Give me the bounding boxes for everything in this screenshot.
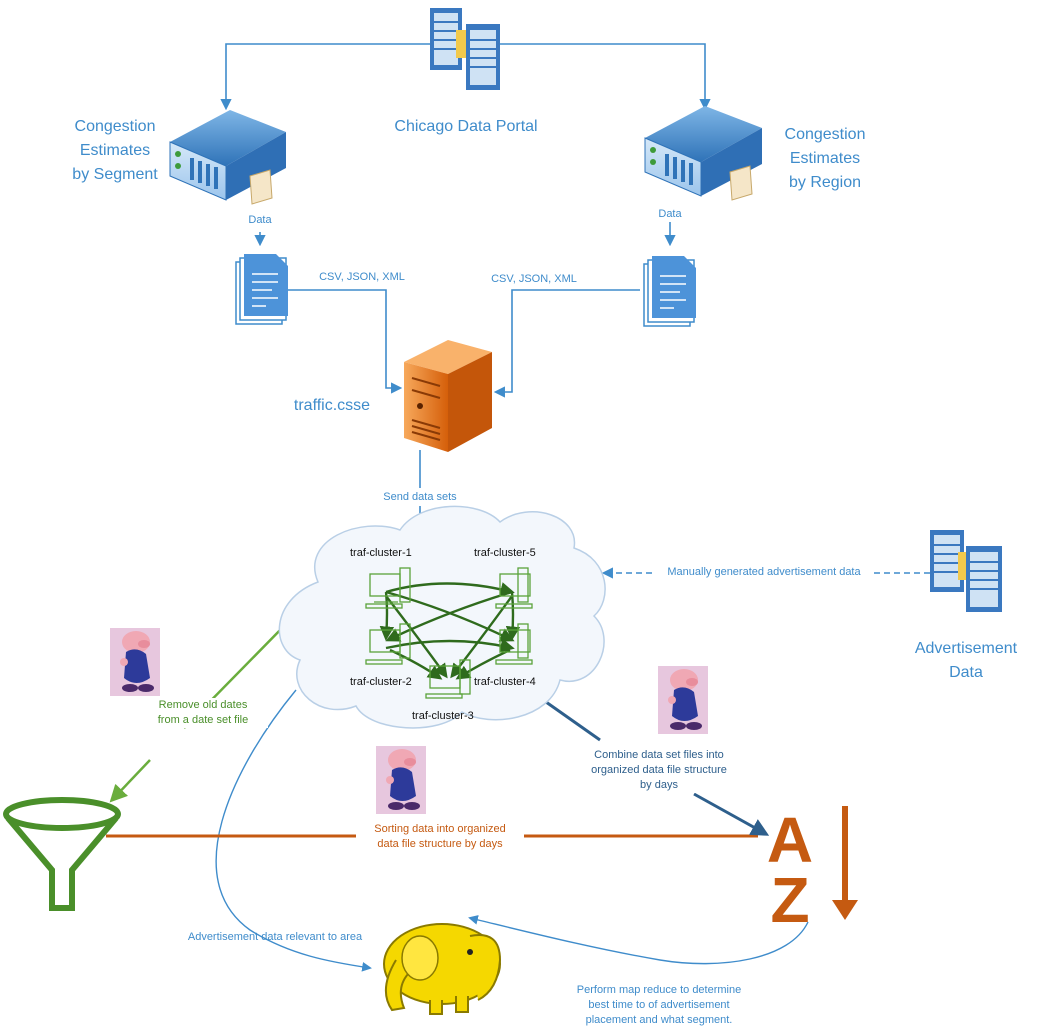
combine-line-3: by days xyxy=(640,779,678,791)
pig-icon-right xyxy=(658,666,708,734)
traffic-server-label: traffic.csse xyxy=(293,397,371,414)
sort-letter-a: A xyxy=(767,804,813,876)
sorting-label: Sorting data into organized data file st… xyxy=(356,822,524,852)
sorting-line-1: Sorting data into organized xyxy=(374,823,506,835)
cluster-5-monitor-icon xyxy=(495,567,533,609)
sorting-line-2: data file structure by days xyxy=(377,838,503,850)
traffic-server-tower-icon xyxy=(404,340,492,452)
map-reduce-line-3: placement and what segment. xyxy=(585,1014,733,1026)
manual-ad-label: Manually generated advertisement data xyxy=(654,565,874,580)
region-label-line-2: Estimates xyxy=(789,150,861,167)
map-reduce-label: Perform map reduce to determine best tim… xyxy=(562,983,756,1028)
map-reduce-line-2: best time to of advertisement xyxy=(588,999,730,1011)
segment-label-line-3: by Segment xyxy=(72,166,158,183)
combine-line-2: organized data file structure xyxy=(591,764,727,776)
remove-dates-line-1: Remove old dates xyxy=(158,699,248,711)
send-data-label: Send data sets xyxy=(383,491,457,503)
combine-label: Combine data set files into organized da… xyxy=(574,748,744,793)
remove-dates-line-2: from a date set file xyxy=(157,714,249,726)
cluster-2-label: traf-cluster-2 xyxy=(350,676,412,688)
pig-icon-center xyxy=(376,746,426,814)
segment-label: Congestion Estimates by Segment xyxy=(60,115,170,187)
combine-line-1: Combine data set files into xyxy=(594,749,724,761)
combine-connector-top xyxy=(545,700,601,742)
cluster-3-label: traf-cluster-3 xyxy=(412,710,474,722)
advertisement-server-icon xyxy=(930,530,1002,612)
map-reduce-connector xyxy=(468,915,809,965)
map-reduce-line-1: Perform map reduce to determine xyxy=(576,984,742,996)
cluster-2-monitor-icon xyxy=(365,623,411,665)
segment-label-line-1: Congestion xyxy=(74,118,156,135)
data-label-left: Data xyxy=(248,214,272,226)
segment-label-line-2: Estimates xyxy=(79,142,151,159)
cluster-1-label: traf-cluster-1 xyxy=(350,547,412,559)
remove-dates-label: Remove old dates from a date set file xyxy=(138,698,268,728)
cluster-5-label: traf-cluster-5 xyxy=(474,547,536,559)
ad-relevant-connector xyxy=(215,689,372,972)
formats-label-right: CSV, JSON, XML xyxy=(491,273,577,285)
portal-label: Chicago Data Portal xyxy=(394,118,538,135)
cluster-mesh xyxy=(379,582,521,680)
region-document-icon xyxy=(643,256,696,327)
portal-server-icon xyxy=(430,8,500,90)
segment-document-icon xyxy=(235,254,288,325)
pig-icon-left xyxy=(110,628,160,696)
ad-relevant-label: Advertisement data relevant to area xyxy=(187,931,363,943)
cluster-monitors xyxy=(365,567,533,699)
region-rack-server-icon xyxy=(644,106,762,201)
cluster-1-monitor-icon xyxy=(365,567,411,609)
portal-connectors xyxy=(220,43,711,535)
cluster-4-label: traf-cluster-4 xyxy=(474,676,536,688)
combine-connector-bottom xyxy=(693,792,770,836)
data-label-right: Data xyxy=(658,208,682,220)
advertisement-label-line-1: Advertisement xyxy=(914,640,1018,657)
sort-letter-z: Z xyxy=(770,864,809,936)
region-label-line-1: Congestion xyxy=(784,126,866,143)
segment-rack-server-icon xyxy=(169,110,286,205)
sort-descending-arrow xyxy=(832,806,858,920)
hadoop-elephant-icon xyxy=(383,923,502,1015)
advertisement-label: Advertisement Data xyxy=(896,637,1036,685)
region-label-line-3: by Region xyxy=(788,174,862,191)
cluster-4-monitor-icon xyxy=(495,623,533,665)
region-label: Congestion Estimates by Region xyxy=(770,123,880,195)
cluster-3-monitor-icon xyxy=(425,659,471,699)
formats-label-left: CSV, JSON, XML xyxy=(319,271,405,283)
filter-funnel-icon xyxy=(3,797,121,911)
advertisement-label-line-2: Data xyxy=(949,664,983,681)
